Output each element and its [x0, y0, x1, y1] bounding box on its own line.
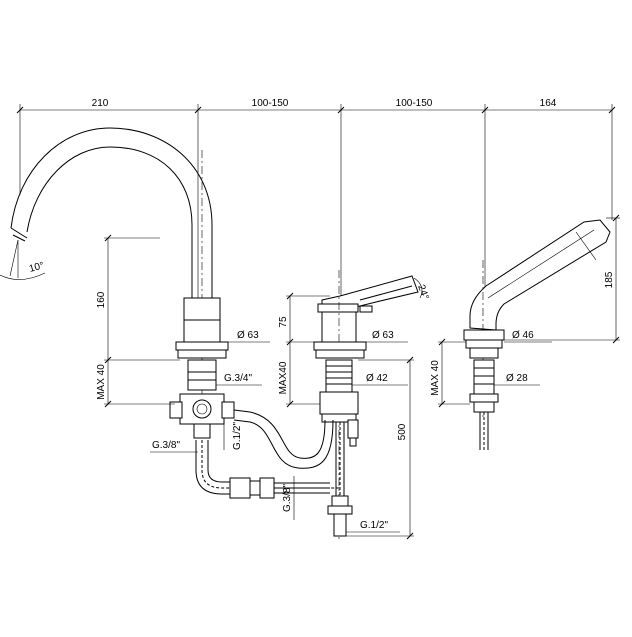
- spout-max-deck-label: MAX 40: [96, 364, 107, 400]
- mixer-max-deck-label: MAX40: [278, 361, 289, 394]
- mixer-height-label: 75: [278, 316, 289, 328]
- spout: 10° 160: [0, 127, 340, 499]
- shower-body-dia-label: Ø 46: [512, 330, 534, 341]
- dim-spout-width: 210: [92, 98, 109, 109]
- mixer-supply-thread-label: G.1/2": [360, 520, 388, 531]
- top-dimension-chain: 210 100-150 100-150 164: [16, 98, 616, 300]
- mixer-shank-dia-label: Ø 42: [366, 373, 388, 384]
- shower-shank-dia-label: Ø 28: [506, 373, 528, 384]
- dim-shower-width: 164: [540, 98, 557, 109]
- mixer: 24° 75: [233, 270, 431, 540]
- dim-spout-to-mixer: 100-150: [252, 98, 289, 109]
- spout-inlet-right-label: G.1/2": [232, 422, 243, 450]
- spout-angle-label: 10°: [28, 260, 45, 275]
- spout-height-label: 160: [96, 291, 107, 308]
- mixer-hose-length-label: 500: [397, 423, 408, 440]
- shower-height-label: 185: [604, 271, 615, 288]
- mixer-hose-thread-label: G.3/8": [282, 484, 293, 512]
- spout-body-dia-label: Ø 63: [237, 330, 259, 341]
- spout-inlet-left-label: G.3/8": [152, 440, 180, 451]
- dim-mixer-to-shower: 100-150: [396, 98, 433, 109]
- mixer-lever-angle-label: 24°: [415, 283, 431, 301]
- spout-thread-label: G.3/4": [224, 373, 252, 384]
- shower-max-deck-label: MAX 40: [430, 360, 441, 396]
- hand-shower: 185 MAX 40 Ø 46 Ø 28: [430, 214, 620, 450]
- mixer-body-dia-label: Ø 63: [372, 330, 394, 341]
